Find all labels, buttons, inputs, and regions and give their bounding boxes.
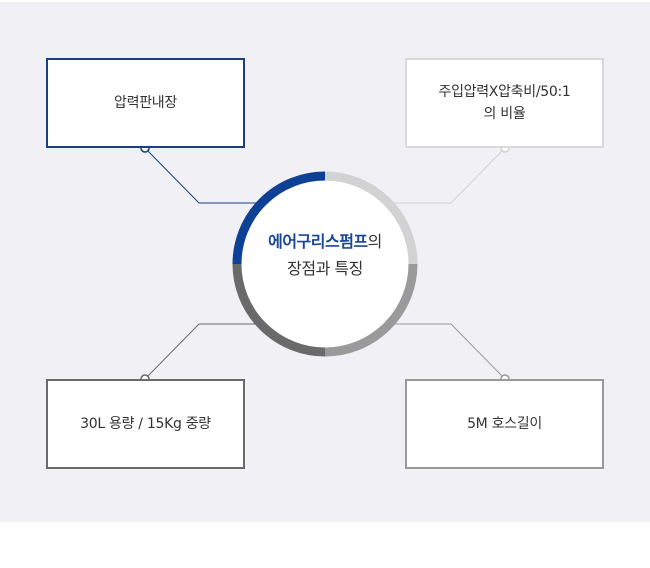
product-name: 에어구리스펌프 [268, 232, 368, 251]
ring-segment-mid-gray [324, 263, 418, 357]
feature-box-hose-length: 5M 호스길이 [405, 379, 604, 469]
feature-text: 5M 호스길이 [467, 416, 542, 432]
ring-segment-navy [232, 171, 326, 265]
center-title-line-2: 장점과 특징 [287, 259, 363, 278]
feature-box-capacity-weight: 30L 용량 / 15Kg 중량 [46, 379, 245, 469]
feature-box-compression-ratio: 주입압력X압축비/50:1 의 비율 [405, 58, 604, 148]
feature-text: 30L 용량 / 15Kg 중량 [80, 416, 211, 432]
connector-top-left [144, 147, 268, 204]
center-title-line-1: 에어구리스펌프의 [268, 232, 382, 251]
feature-text: 압력판내장 [114, 95, 177, 111]
connector-bottom-left [144, 323, 268, 380]
feature-box-pressure-plate: 압력판내장 [46, 58, 245, 148]
center-title: 에어구리스펌프의 장점과 특징 [250, 228, 400, 282]
feature-text: 의 비율 [483, 106, 526, 122]
connector-top-right [382, 147, 506, 204]
center-title-suffix: 의 [367, 232, 383, 251]
ring-segment-dark-gray [232, 263, 326, 357]
center-circle [237, 176, 413, 352]
feature-text: 주입압력X압축비/50:1 [438, 84, 571, 100]
connector-bottom-right [382, 323, 506, 380]
ring-segment-light-gray [324, 171, 418, 265]
